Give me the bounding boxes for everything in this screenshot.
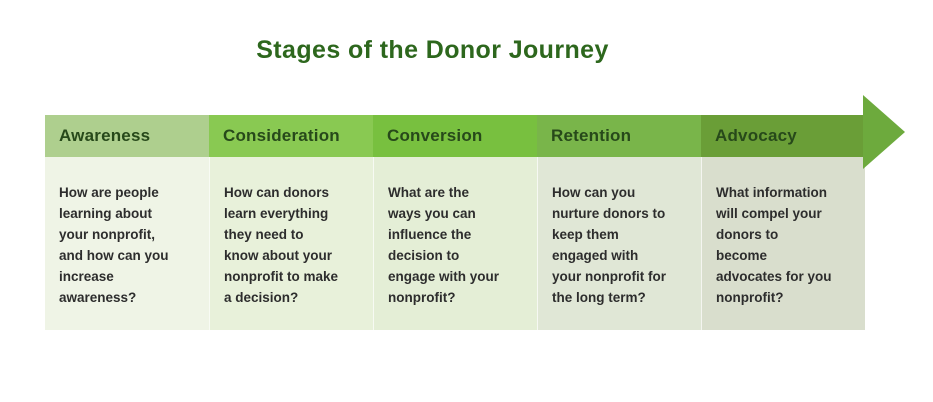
- stage-column-advocacy: Advocacy What information will compel yo…: [701, 115, 865, 330]
- stage-header-advocacy: Advocacy: [701, 115, 865, 157]
- stage-header-retention: Retention: [537, 115, 701, 157]
- stage-column-conversion: Conversion What are the ways you can inf…: [373, 115, 537, 330]
- page-title: Stages of the Donor Journey: [256, 36, 609, 64]
- stage-column-retention: Retention How can you nurture donors to …: [537, 115, 701, 330]
- stage-column-awareness: Awareness How are people learning about …: [45, 115, 209, 330]
- stages-table: Awareness How are people learning about …: [45, 115, 865, 330]
- stage-header-consideration: Consideration: [209, 115, 373, 157]
- stage-header-conversion: Conversion: [373, 115, 537, 157]
- stage-description-retention: How can you nurture donors to keep them …: [537, 157, 701, 330]
- stage-header-awareness: Awareness: [45, 115, 209, 157]
- right-arrow-icon: [863, 95, 905, 169]
- stage-description-awareness: How are people learning about your nonpr…: [45, 157, 209, 330]
- stage-description-conversion: What are the ways you can influence the …: [373, 157, 537, 330]
- stage-description-consideration: How can donors learn everything they nee…: [209, 157, 373, 330]
- stage-column-consideration: Consideration How can donors learn every…: [209, 115, 373, 330]
- stage-description-advocacy: What information will compel your donors…: [701, 157, 865, 330]
